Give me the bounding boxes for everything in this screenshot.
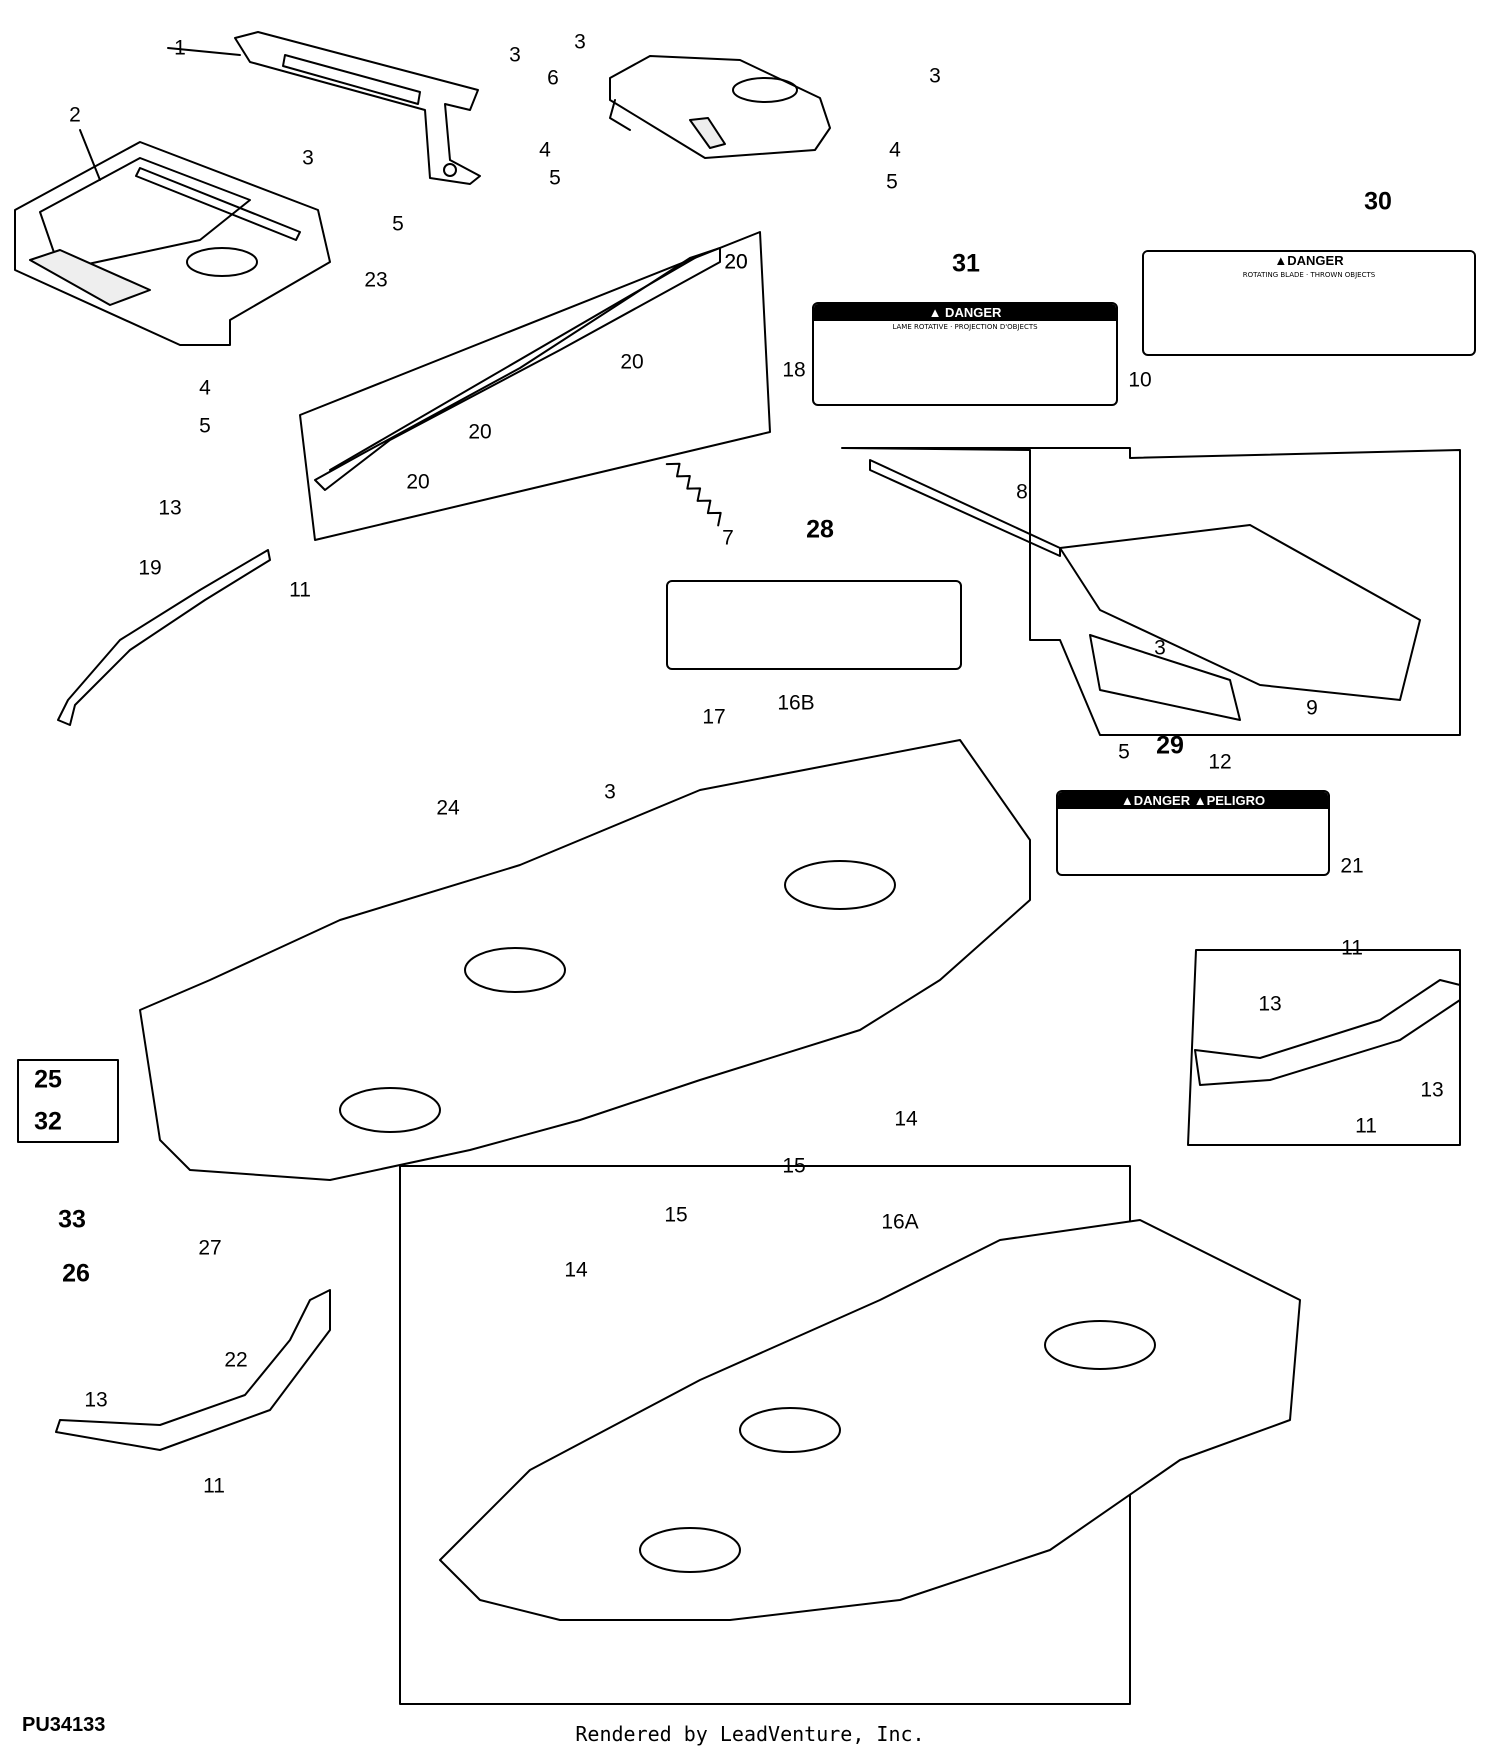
callout-c9: 9 <box>1306 696 1318 720</box>
callout-c2: 2 <box>69 103 81 127</box>
callout-c28: 28 <box>806 515 834 544</box>
callout-c3c: 3 <box>574 30 586 54</box>
callout-c20c: 20 <box>468 420 492 444</box>
callout-c5b: 5 <box>549 166 561 190</box>
callout-c3a: 3 <box>509 43 521 67</box>
callout-c10: 10 <box>1128 368 1152 392</box>
credit-line: Rendered by LeadVenture, Inc. <box>575 1722 925 1746</box>
callout-c20d: 20 <box>406 470 430 494</box>
decal-31: ▲ DANGER LAME ROTATIVE · PROJECTION D'OB… <box>812 302 1118 406</box>
callout-c5d: 5 <box>199 414 211 438</box>
callout-c13d: 13 <box>84 1388 108 1412</box>
callout-c20b: 20 <box>620 350 644 374</box>
callout-c3e: 3 <box>1154 636 1166 660</box>
decal-31-title: ▲ DANGER <box>814 304 1116 321</box>
callout-c3b: 3 <box>302 146 314 170</box>
decal-29-title: ▲DANGER ▲PELIGRO <box>1058 792 1328 809</box>
callout-c14a: 14 <box>894 1107 918 1131</box>
callout-c13a: 13 <box>158 496 182 520</box>
decal-30-title: ▲DANGER <box>1144 252 1474 269</box>
figure-id: PU34133 <box>22 1714 106 1736</box>
callout-c14b: 14 <box>564 1258 588 1282</box>
callout-c21: 21 <box>1340 854 1364 878</box>
callout-c25: 25 <box>34 1065 62 1094</box>
callout-c27: 27 <box>198 1236 222 1260</box>
callout-c4c: 4 <box>199 376 211 400</box>
callout-c23: 23 <box>364 268 388 292</box>
callout-c11b: 11 <box>1341 936 1363 960</box>
inset-21-plate <box>1187 949 1461 1146</box>
callout-c20a: 20 <box>724 250 748 274</box>
deck-16B <box>139 739 1031 1181</box>
callout-c11c: 11 <box>1355 1114 1377 1138</box>
callout-c11a: 11 <box>289 578 311 602</box>
callout-c4a: 4 <box>539 138 551 162</box>
decal-28 <box>666 580 962 670</box>
chute-assembly-10 <box>841 447 1461 736</box>
callout-c20e: 20 <box>724 250 748 274</box>
callout-c7: 7 <box>722 526 734 550</box>
decal-31-body: LAME ROTATIVE · PROJECTION D'OBJECTS <box>892 323 1038 331</box>
callout-c33: 33 <box>58 1205 86 1234</box>
part-1-bracket <box>167 31 481 185</box>
callout-c17: 17 <box>702 705 726 729</box>
callout-c19: 19 <box>138 556 162 580</box>
callout-c13b: 13 <box>1258 992 1282 1016</box>
part-2-cover <box>14 129 331 346</box>
callout-c26: 26 <box>62 1259 90 1288</box>
decal-30: ▲DANGER ROTATING BLADE · THROWN OBJECTS <box>1142 250 1476 356</box>
callout-c12: 12 <box>1208 750 1232 774</box>
callout-c30: 30 <box>1364 187 1392 216</box>
callout-c31: 31 <box>952 249 980 278</box>
part-22-plate <box>55 1289 331 1451</box>
part-6-cover <box>609 55 831 159</box>
callout-c11d: 11 <box>203 1474 225 1498</box>
callout-c5c: 5 <box>886 170 898 194</box>
callout-c15b: 15 <box>664 1203 688 1227</box>
callout-c3f: 3 <box>604 780 616 804</box>
callout-c5e: 5 <box>1118 740 1130 764</box>
callout-c29: 29 <box>1156 731 1184 760</box>
callout-c6: 6 <box>547 66 559 90</box>
callout-c1: 1 <box>174 36 186 60</box>
callout-c8: 8 <box>1016 480 1028 504</box>
callout-c5a: 5 <box>392 212 404 236</box>
part-19-plate <box>57 549 271 726</box>
decal-30-body: ROTATING BLADE · THROWN OBJECTS <box>1242 271 1376 279</box>
callout-c15a: 15 <box>782 1154 806 1178</box>
callout-c32: 32 <box>34 1107 62 1136</box>
callout-c24: 24 <box>436 796 460 820</box>
callout-c16A: 16A <box>881 1210 919 1234</box>
inset-25-32 <box>17 1059 119 1143</box>
callout-c22: 22 <box>224 1348 248 1372</box>
callout-c13c: 13 <box>1420 1078 1444 1102</box>
deck-16A <box>399 1165 1301 1705</box>
callout-c16B: 16B <box>777 691 815 715</box>
callout-c3d: 3 <box>929 64 941 88</box>
callout-c18: 18 <box>782 358 806 382</box>
part-7-spring <box>665 462 722 527</box>
callout-c4b: 4 <box>889 138 901 162</box>
decal-29: ▲DANGER ▲PELIGRO <box>1056 790 1330 876</box>
blade-inset-23 <box>299 231 771 541</box>
